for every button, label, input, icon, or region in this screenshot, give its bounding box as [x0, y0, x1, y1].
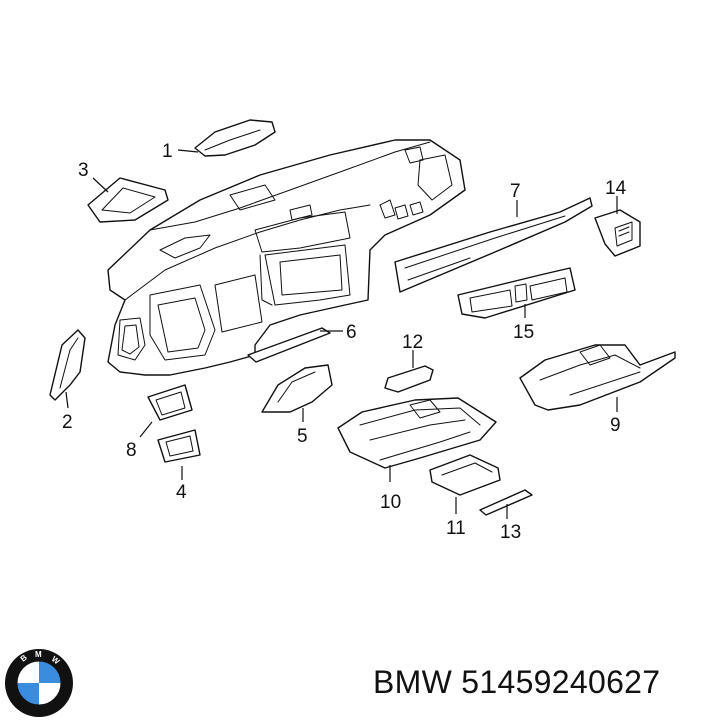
part-10-carrier-frame: [337, 397, 497, 469]
callout-9: 9: [610, 415, 621, 436]
callout-15: 15: [513, 322, 534, 343]
svg-text:M: M: [35, 650, 42, 659]
part-6-trim-strip: [247, 327, 331, 363]
callout-12: 12: [402, 332, 423, 353]
callout-3: 3: [78, 160, 89, 181]
part-13-cover-strip: [479, 489, 533, 516]
svg-text:W: W: [50, 654, 62, 666]
svg-text:B: B: [19, 653, 29, 664]
callout-2: 2: [62, 412, 73, 433]
leader-line-3: [92, 177, 109, 193]
part-12-trim-piece: [384, 365, 434, 393]
callout-6: 6: [346, 322, 357, 343]
callout-10: 10: [380, 492, 401, 513]
callout-5: 5: [297, 426, 308, 447]
part-2-side-trim: [49, 329, 86, 401]
part-number-caption: BMW 51459240627: [373, 664, 661, 700]
leader-line-1: [177, 149, 199, 153]
part-7-decor-strip: [394, 197, 593, 293]
bmw-logo-icon: B M W: [5, 649, 73, 717]
part-3-vent-bezel: [87, 177, 169, 223]
dashboard-assembly: [107, 139, 466, 376]
part-4-switch-bezel: [157, 429, 201, 463]
part-11-compartment: [429, 454, 501, 496]
part-15-center-vent: [457, 267, 576, 319]
callout-8: 8: [126, 440, 137, 461]
leader-line-2: [65, 391, 69, 409]
callout-7: 7: [510, 181, 521, 202]
leader-line-8: [139, 421, 153, 438]
callout-11: 11: [446, 518, 466, 539]
part-9-glovebox-panel: [519, 344, 676, 411]
part-1-trim-panel: [194, 119, 276, 157]
part-14-side-vent: [594, 209, 641, 257]
callout-14: 14: [605, 178, 627, 199]
callout-1: 1: [162, 141, 173, 162]
callout-4: 4: [176, 482, 187, 503]
part-8-bezel: [147, 384, 193, 421]
callout-13: 13: [500, 522, 521, 543]
part-5-handle-trim: [261, 364, 333, 413]
